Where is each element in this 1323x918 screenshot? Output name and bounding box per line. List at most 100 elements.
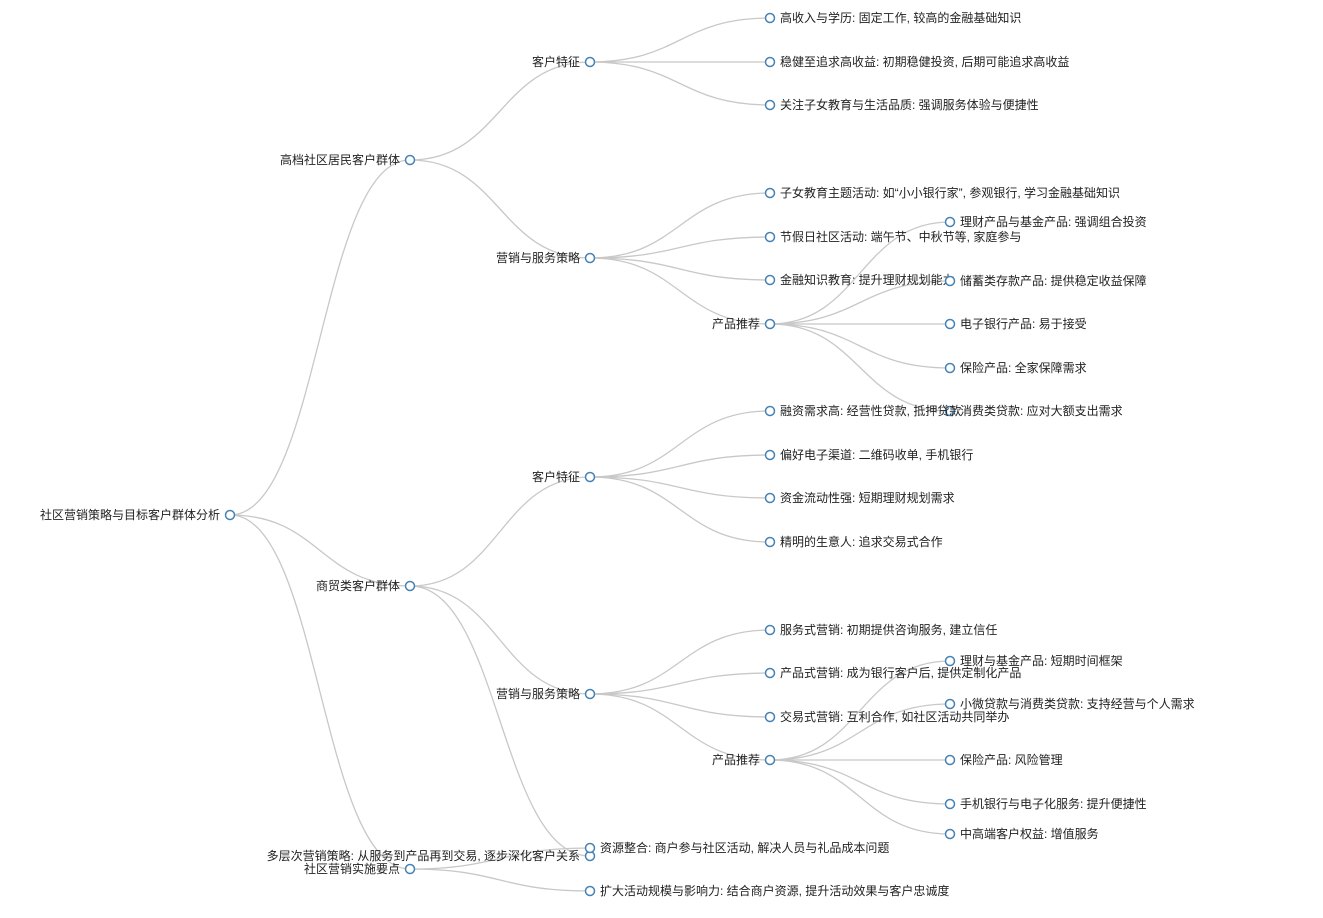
tree-node-c9[interactable]: 小微贷款与消费类贷款: 支持经营与个人需求	[944, 696, 1195, 711]
node-circle-icon[interactable]	[764, 667, 776, 679]
node-circle-icon[interactable]	[944, 698, 956, 710]
node-circle-icon[interactable]	[764, 492, 776, 504]
node-circle-icon[interactable]	[944, 216, 956, 228]
node-circle-icon[interactable]	[764, 754, 776, 766]
node-label-i2: 扩大活动规模与影响力: 结合商户资源, 提升活动效果与客户忠诚度	[600, 883, 949, 898]
node-circle-icon[interactable]	[584, 842, 596, 854]
tree-node-commerce-products[interactable]: 产品推荐	[712, 753, 776, 767]
tree-node-implementation[interactable]: 社区营销实施要点	[304, 861, 416, 876]
tree-node-i2[interactable]: 扩大活动规模与影响力: 结合商户资源, 提升活动效果与客户忠诚度	[584, 883, 950, 898]
node-circle-icon[interactable]	[944, 362, 956, 374]
node-circle-icon[interactable]	[764, 405, 776, 417]
node-circle-icon[interactable]	[764, 624, 776, 636]
node-label-c12: 中高端客户权益: 增值服务	[960, 826, 1099, 841]
node-circle-icon[interactable]	[944, 275, 956, 287]
node-circle-icon[interactable]	[944, 655, 956, 667]
node-label-h10: 保险产品: 全家保障需求	[960, 360, 1087, 375]
tree-node-h6[interactable]: 金融知识教育: 提升理财规划能力	[764, 272, 955, 287]
node-circle-icon[interactable]	[404, 154, 416, 166]
tree-node-c2[interactable]: 偏好电子渠道: 二维码收单, 手机银行	[764, 447, 974, 462]
node-circle-icon[interactable]	[944, 405, 956, 417]
tree-link-c9	[769, 703, 951, 761]
tree-links	[229, 17, 951, 892]
node-circle-icon[interactable]	[944, 828, 956, 840]
node-label-high-end-strategy: 营销与服务策略	[496, 250, 580, 265]
tree-node-h8[interactable]: 储蓄类存款产品: 提供稳定收益保障	[944, 273, 1147, 288]
node-circle-icon[interactable]	[764, 536, 776, 548]
node-label-c3: 资金流动性强: 短期理财规划需求	[780, 490, 955, 505]
tree-node-c6[interactable]: 产品式营销: 成为银行客户后, 提供定制化产品	[764, 665, 1022, 680]
node-circle-icon[interactable]	[584, 471, 596, 483]
node-label-commerce-products: 产品推荐	[712, 753, 760, 767]
node-circle-icon[interactable]	[764, 187, 776, 199]
tree-link-h8	[769, 280, 951, 325]
node-circle-icon[interactable]	[764, 449, 776, 461]
tree-link-c3	[589, 476, 771, 499]
tree-node-high-end-products[interactable]: 产品推荐	[712, 317, 776, 331]
node-circle-icon[interactable]	[764, 231, 776, 243]
node-label-c2: 偏好电子渠道: 二维码收单, 手机银行	[780, 447, 973, 462]
tree-node-i1[interactable]: 资源整合: 商户参与社区活动, 解决人员与礼品成本问题	[584, 840, 890, 855]
tree-node-high-end-strategy[interactable]: 营销与服务策略	[496, 250, 596, 265]
tree-link-c5	[589, 629, 771, 695]
node-circle-icon[interactable]	[584, 688, 596, 700]
node-circle-icon[interactable]	[944, 318, 956, 330]
tree-link-high-end-traits	[409, 61, 591, 161]
node-circle-icon[interactable]	[764, 56, 776, 68]
node-label-h5: 节假日社区活动: 端午节、中秋节等, 家庭参与	[780, 229, 1021, 244]
tree-node-c1[interactable]: 融资需求高: 经营性贷款, 抵押贷款	[764, 403, 962, 418]
tree-node-c13[interactable]: 多层次营销策略: 从服务到产品再到交易, 逐步深化客户关系	[267, 848, 596, 863]
tree-link-i1	[409, 847, 591, 870]
tree-link-implementation	[229, 514, 411, 870]
tree-node-h11[interactable]: 消费类贷款: 应对大额支出需求	[944, 403, 1123, 418]
tree-node-high-end-traits[interactable]: 客户特征	[532, 54, 596, 69]
node-circle-icon[interactable]	[584, 885, 596, 897]
node-circle-icon[interactable]	[584, 252, 596, 264]
tree-node-c10[interactable]: 保险产品: 风险管理	[944, 752, 1063, 767]
node-label-h11: 消费类贷款: 应对大额支出需求	[960, 403, 1123, 418]
tree-node-h5[interactable]: 节假日社区活动: 端午节、中秋节等, 家庭参与	[764, 229, 1022, 244]
tree-node-h3[interactable]: 关注子女教育与生活品质: 强调服务体验与便捷性	[764, 97, 1039, 112]
tree-link-h6	[589, 257, 771, 281]
node-circle-icon[interactable]	[404, 580, 416, 592]
tree-node-root[interactable]: 社区营销策略与目标客户群体分析	[40, 507, 236, 522]
tree-link-commerce	[229, 514, 411, 587]
tree-node-h1[interactable]: 高收入与学历: 固定工作, 较高的金融基础知识	[764, 10, 1022, 25]
tree-node-commerce-traits[interactable]: 客户特征	[532, 469, 596, 484]
tree-node-commerce[interactable]: 商贸类客户群体	[316, 578, 416, 593]
node-label-c9: 小微贷款与消费类贷款: 支持经营与个人需求	[960, 696, 1195, 711]
tree-link-c4	[589, 476, 771, 543]
tree-node-h4[interactable]: 子女教育主题活动: 如“小小银行家”, 参观银行, 学习金融基础知识	[764, 185, 1121, 200]
node-circle-icon[interactable]	[944, 798, 956, 810]
tree-node-high-end[interactable]: 高档社区居民客户群体	[280, 152, 416, 167]
tree-node-c11[interactable]: 手机银行与电子化服务: 提升便捷性	[944, 796, 1147, 811]
node-label-commerce: 商贸类客户群体	[316, 578, 400, 593]
node-circle-icon[interactable]	[764, 99, 776, 111]
node-circle-icon[interactable]	[944, 754, 956, 766]
tree-node-h7[interactable]: 理财产品与基金产品: 强调组合投资	[944, 214, 1147, 229]
node-circle-icon[interactable]	[764, 318, 776, 330]
node-label-c5: 服务式营销: 初期提供咨询服务, 建立信任	[780, 622, 997, 637]
tree-node-c7[interactable]: 交易式营销: 互利合作, 如社区活动共同举办	[764, 709, 1010, 724]
tree-link-commerce-strategy	[409, 585, 591, 695]
tree-node-h2[interactable]: 稳健至追求高收益: 初期稳健投资, 后期可能追求高收益	[764, 54, 1070, 69]
tree-link-c11	[769, 759, 951, 805]
tree-node-c8[interactable]: 理财与基金产品: 短期时间框架	[944, 653, 1123, 668]
tree-node-c3[interactable]: 资金流动性强: 短期理财规划需求	[764, 490, 955, 505]
node-circle-icon[interactable]	[764, 274, 776, 286]
tree-node-c5[interactable]: 服务式营销: 初期提供咨询服务, 建立信任	[764, 622, 998, 637]
tree-node-c12[interactable]: 中高端客户权益: 增值服务	[944, 826, 1099, 841]
node-label-c10: 保险产品: 风险管理	[960, 752, 1063, 767]
node-circle-icon[interactable]	[404, 863, 416, 875]
tree-node-h9[interactable]: 电子银行产品: 易于接受	[944, 316, 1087, 331]
tree-node-h10[interactable]: 保险产品: 全家保障需求	[944, 360, 1087, 375]
tree-link-high-end-strategy	[409, 159, 591, 259]
tree-node-c4[interactable]: 精明的生意人: 追求交易式合作	[764, 534, 943, 549]
node-circle-icon[interactable]	[764, 711, 776, 723]
tree-node-commerce-strategy[interactable]: 营销与服务策略	[496, 686, 596, 701]
node-circle-icon[interactable]	[224, 509, 236, 521]
node-circle-icon[interactable]	[584, 56, 596, 68]
node-circle-icon[interactable]	[764, 12, 776, 24]
tree-link-h5	[589, 236, 771, 259]
